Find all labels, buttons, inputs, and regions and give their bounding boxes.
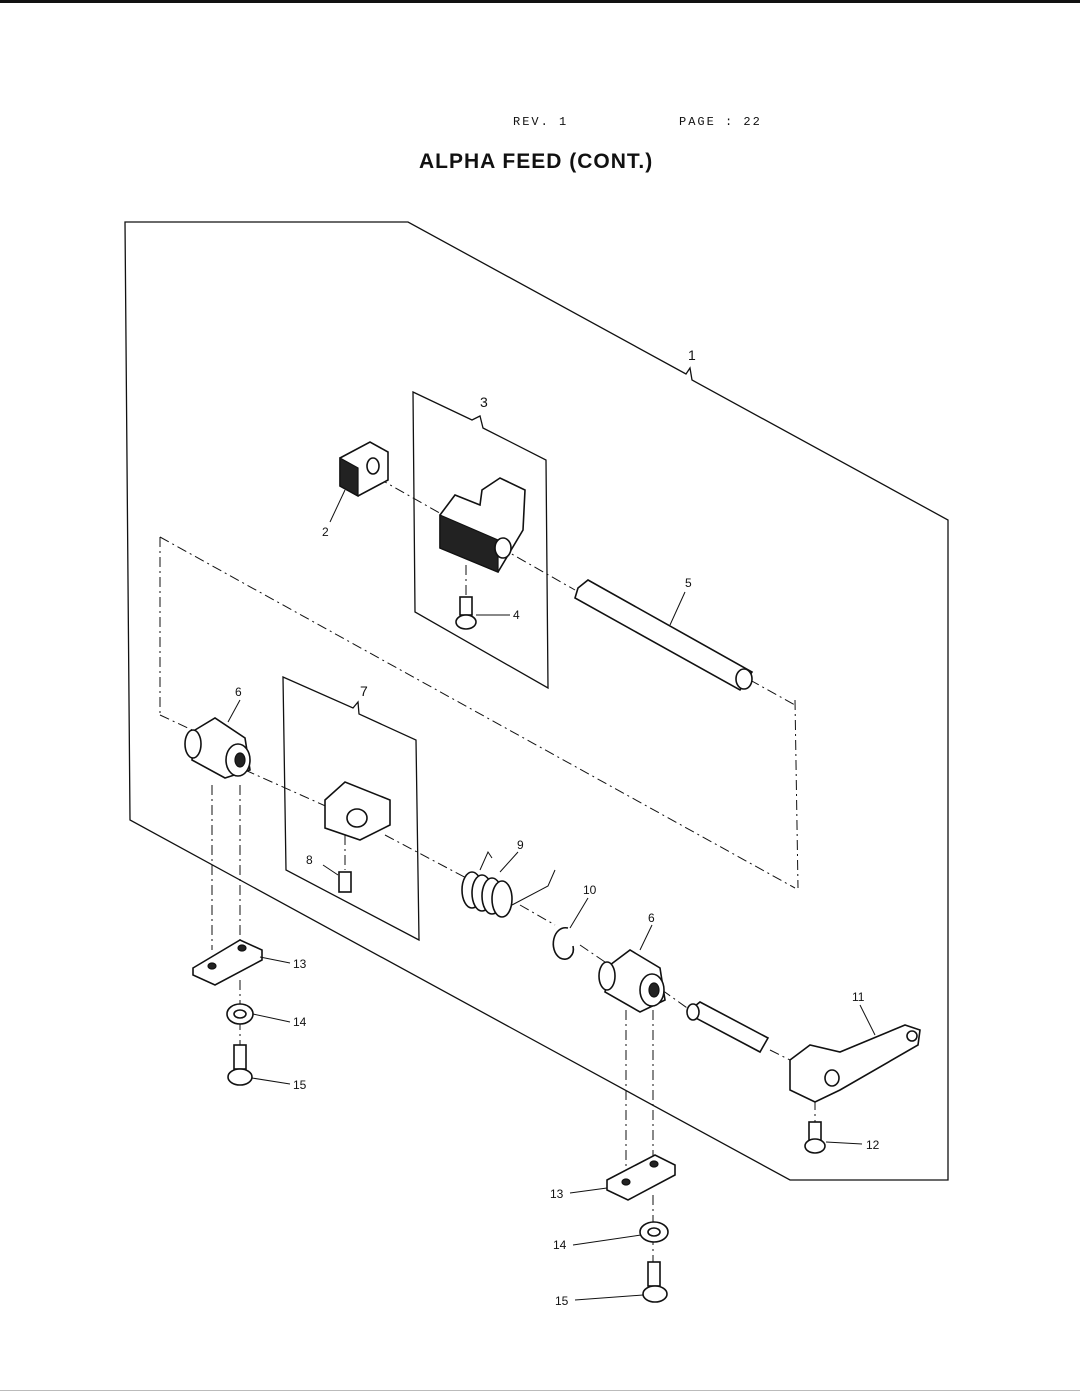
- callout-6a: 6: [235, 685, 242, 699]
- leader-12: [825, 1141, 863, 1145]
- callout-5: 5: [685, 576, 692, 590]
- part-14-washer-right: [639, 1221, 669, 1243]
- leader-2: [329, 489, 346, 523]
- page-title: ALPHA FEED (CONT.): [419, 150, 654, 173]
- top-rule: [0, 0, 1080, 3]
- part-15-screw-right: [642, 1261, 668, 1303]
- bottom-rule: [0, 1390, 1080, 1391]
- shaft-axis-lower-2: [384, 834, 471, 881]
- shaft-axis-lower: [244, 769, 331, 809]
- part-pin: [686, 1001, 770, 1054]
- leader-13b: [569, 1187, 608, 1194]
- shaft-axis-upper-2: [749, 679, 796, 706]
- part-15-screw-left: [227, 1044, 253, 1086]
- leader-5: [669, 591, 686, 626]
- part-6-bushing-right: [598, 949, 666, 1013]
- leader-8: [322, 864, 339, 876]
- callout-14a: 14: [293, 1015, 307, 1029]
- revision-label: REV. 1: [513, 115, 569, 129]
- shaft-axis-lower-3: [519, 904, 556, 926]
- part-2-block: [339, 441, 389, 498]
- leader-13a: [259, 956, 291, 964]
- shaft-axis-lower-4: [579, 944, 606, 963]
- dashed-group-outline: [159, 536, 799, 889]
- callout-11: 11: [852, 990, 865, 1004]
- part-12-screw: [804, 1121, 826, 1154]
- callout-8: 8: [306, 853, 313, 867]
- shaft-axis-upper: [377, 477, 576, 591]
- callout-1: 1: [688, 347, 696, 363]
- part-8-setscrew: [338, 871, 352, 893]
- leader-11: [859, 1004, 876, 1036]
- page-number: PAGE : 22: [679, 115, 762, 129]
- assembly-1-outline: [124, 221, 949, 1181]
- callout-2: 2: [322, 525, 329, 539]
- callout-3: 3: [480, 394, 488, 410]
- assembly-3-outline: [412, 390, 549, 690]
- part-4-screw: [455, 596, 477, 630]
- shaft-axis-lower-5: [661, 989, 691, 1011]
- part-9-spring: [461, 850, 556, 918]
- callout-7: 7: [360, 683, 368, 699]
- callout-15a: 15: [293, 1078, 307, 1092]
- leader-15b: [574, 1294, 644, 1301]
- part-13-bracket-right: [606, 1154, 676, 1201]
- callout-10: 10: [583, 883, 597, 897]
- part-5-shaft: [574, 579, 754, 692]
- part-6-bushing-left: [184, 717, 251, 779]
- part-11-lever: [789, 1024, 921, 1103]
- callout-14b: 14: [553, 1238, 567, 1252]
- callout-4: 4: [513, 608, 520, 622]
- leader-6a: [227, 699, 241, 723]
- callout-13a: 13: [293, 957, 307, 971]
- part-3-clamp: [439, 477, 526, 574]
- leader-14a: [252, 1013, 291, 1023]
- part-13-bracket-left: [192, 939, 263, 986]
- assembly-7-outline: [282, 675, 420, 942]
- leader-9: [499, 851, 519, 873]
- leader-15a: [251, 1077, 291, 1085]
- callout-12: 12: [866, 1138, 880, 1152]
- part-14-washer-left: [226, 1003, 254, 1025]
- leader-6b: [639, 924, 653, 951]
- leader-14b: [572, 1234, 642, 1246]
- callout-13b: 13: [550, 1187, 564, 1201]
- callout-15b: 15: [555, 1294, 569, 1308]
- part-7-cam: [324, 781, 391, 841]
- callout-6b: 6: [648, 911, 655, 925]
- callout-9: 9: [517, 838, 524, 852]
- part-10-ering: [552, 927, 575, 960]
- leader-10: [569, 897, 589, 929]
